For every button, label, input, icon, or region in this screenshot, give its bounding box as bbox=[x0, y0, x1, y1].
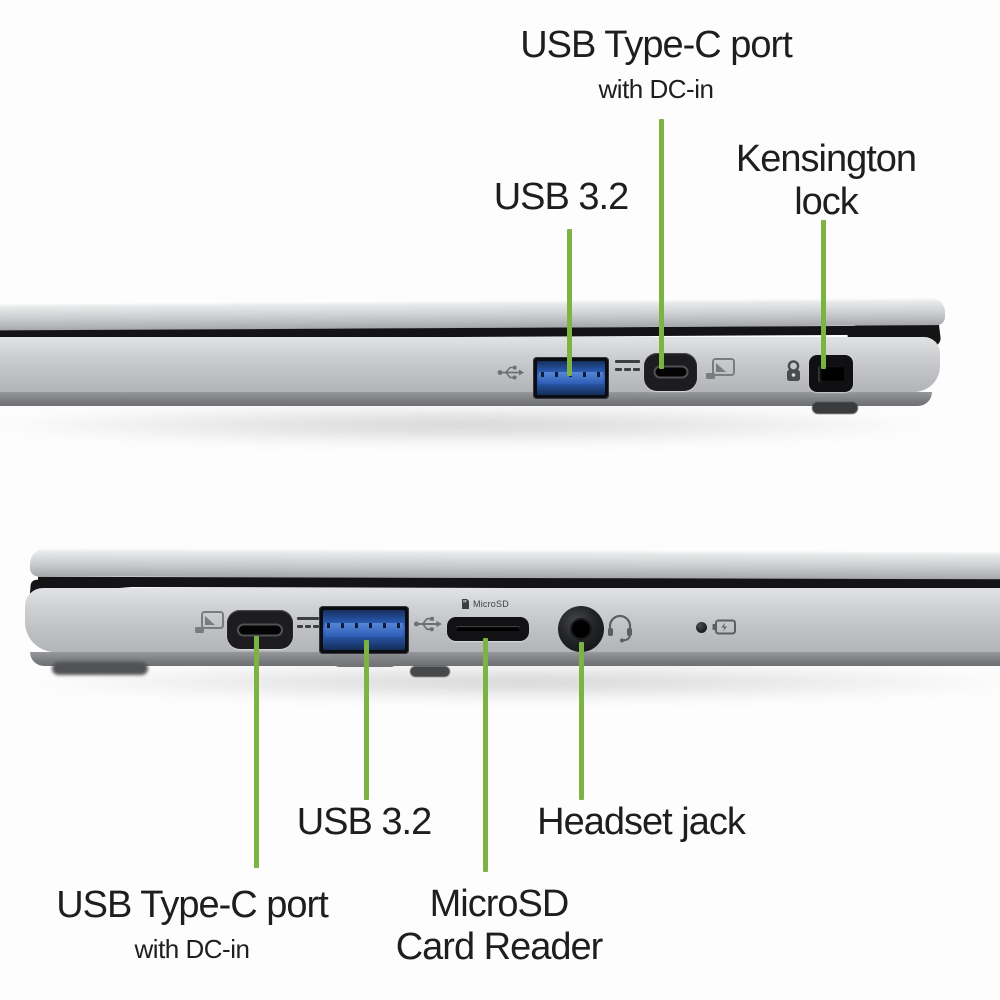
leader-line-kensington bbox=[821, 220, 826, 369]
laptop-underside bbox=[30, 652, 1000, 666]
callout-usbc-bottom-sub: with DC-in bbox=[134, 934, 250, 964]
callout-usb32-top-title: USB 3.2 bbox=[493, 176, 630, 218]
leader-line-usb32-bottom bbox=[364, 640, 369, 800]
laptop-underside bbox=[0, 392, 932, 406]
rubber-foot bbox=[410, 666, 450, 677]
power-led-icon bbox=[696, 622, 707, 633]
microsd-marking-label: MicroSD bbox=[473, 599, 509, 609]
displayport-icon bbox=[195, 611, 224, 633]
dc-in-icon bbox=[297, 617, 319, 628]
laptop-base bbox=[0, 337, 940, 392]
usb-a-tongue bbox=[539, 372, 603, 384]
rubber-foot bbox=[812, 402, 858, 414]
callout-usbc-top: USB Type-C port with DC-in bbox=[520, 24, 793, 105]
laptop-lid bbox=[30, 548, 1000, 580]
microsd-slot bbox=[447, 617, 529, 641]
callout-kensington-line2: lock bbox=[794, 181, 859, 223]
usb-c-port bbox=[644, 353, 697, 391]
laptop-shadow bbox=[10, 662, 1000, 702]
microsd-slot-groove bbox=[456, 626, 520, 631]
leader-line-headset bbox=[579, 642, 584, 800]
callout-usbc-bottom-title: USB Type-C port bbox=[56, 884, 329, 926]
leader-line-usbc-bottom bbox=[254, 636, 259, 868]
callout-kensington: Kensington lock bbox=[735, 138, 917, 224]
usb-a-contacts bbox=[327, 623, 401, 629]
microsd-icon bbox=[462, 599, 469, 609]
rubber-foot bbox=[52, 662, 148, 675]
displayport-icon bbox=[706, 358, 735, 379]
callout-kensington-line1: Kensington bbox=[735, 138, 917, 180]
dc-in-icon bbox=[615, 360, 640, 371]
callout-usb32-bottom: USB 3.2 bbox=[296, 801, 433, 844]
leader-line-usbc-top bbox=[659, 119, 664, 369]
callout-headset-title: Headset jack bbox=[537, 801, 746, 843]
callout-usbc-bottom: USB Type-C port with DC-in bbox=[56, 884, 329, 965]
callout-microsd-line1: MicroSD bbox=[429, 883, 570, 925]
headset-icon bbox=[608, 614, 632, 643]
headset-jack bbox=[558, 606, 604, 652]
usb-trident-icon bbox=[413, 616, 442, 632]
callout-microsd-line2: Card Reader bbox=[395, 926, 604, 968]
laptop-shadow bbox=[0, 404, 950, 446]
leader-line-microsd bbox=[483, 638, 488, 872]
usb-c-slot bbox=[237, 623, 283, 636]
usb-trident-icon bbox=[497, 365, 524, 380]
callout-microsd: MicroSD Card Reader bbox=[395, 883, 604, 969]
kensington-lock-slot bbox=[809, 355, 853, 392]
callout-usb32-top: USB 3.2 bbox=[493, 176, 630, 219]
callout-usb32-bottom-title: USB 3.2 bbox=[296, 801, 433, 843]
lock-icon bbox=[787, 360, 800, 381]
callout-headset: Headset jack bbox=[537, 801, 746, 844]
usb-c-port bbox=[227, 610, 293, 649]
callout-usbc-top-title: USB Type-C port bbox=[520, 24, 793, 66]
laptop-right-side-view: USB Type-C port with DC-in USB 3.2 Kensi… bbox=[0, 24, 950, 446]
headset-jack-hole bbox=[570, 618, 592, 640]
leader-line-usb32-top bbox=[567, 229, 572, 376]
callout-usbc-top-sub: with DC-in bbox=[598, 74, 714, 104]
battery-icon bbox=[712, 619, 736, 635]
kensington-slot-hole bbox=[818, 366, 844, 382]
